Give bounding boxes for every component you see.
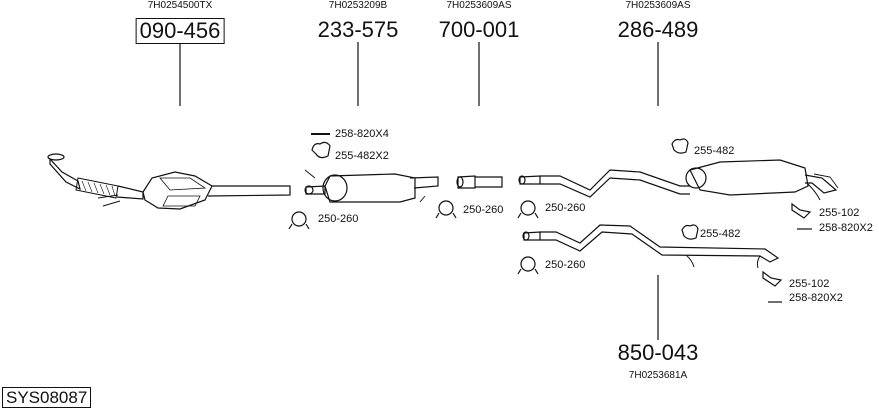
clamp-icons <box>288 200 539 275</box>
part-number-tail-pipe[interactable]: 850-043 <box>617 340 699 365</box>
connector-pipe-icon <box>456 175 503 189</box>
part-number-middle-silencer[interactable]: 233-575 <box>317 17 399 42</box>
catalytic-converter-icon <box>47 153 291 210</box>
part-number-catalytic-converter[interactable]: 090-456 <box>135 18 225 44</box>
oem-number-tail-pipe: 7H0253681A <box>628 370 688 381</box>
accessory-label-rubber-mount[interactable]: 255-482 <box>700 228 741 240</box>
middle-silencer-icon <box>304 133 439 203</box>
system-id-badge: SYS08087 <box>2 387 92 408</box>
accessory-label-bolt[interactable]: 258-820X2 <box>819 222 873 234</box>
oem-number-middle-silencer: 7H0253209B <box>328 0 388 11</box>
oem-number-connector-pipe: 7H0253609AS <box>446 0 512 11</box>
accessory-label-rubber-mount[interactable]: 255-482 <box>694 145 735 157</box>
accessory-label-bracket[interactable]: 255-102 <box>819 207 860 219</box>
accessory-label-clamp[interactable]: 250-260 <box>463 204 504 216</box>
accessory-label-clamp[interactable]: 250-260 <box>545 259 586 271</box>
rear-silencer-icon <box>518 138 839 230</box>
oem-number-rear-silencer: 7H0253609AS <box>625 0 691 11</box>
accessory-label-bolt[interactable]: 258-820X2 <box>789 292 843 304</box>
part-number-connector-pipe[interactable]: 700-001 <box>438 17 520 42</box>
accessory-label-clamp[interactable]: 250-260 <box>318 213 359 225</box>
accessory-label-clamp[interactable]: 250-260 <box>545 202 586 214</box>
accessory-label-bolt[interactable]: 258-820X4 <box>335 128 389 140</box>
oem-number-catalytic-converter: 7H0254500TX <box>147 0 213 11</box>
accessory-label-rubber-mount[interactable]: 255-482X2 <box>335 150 389 162</box>
accessory-label-bracket[interactable]: 255-102 <box>789 278 830 290</box>
part-number-rear-silencer[interactable]: 286-489 <box>617 17 699 42</box>
tail-pipe-icon <box>522 224 783 303</box>
